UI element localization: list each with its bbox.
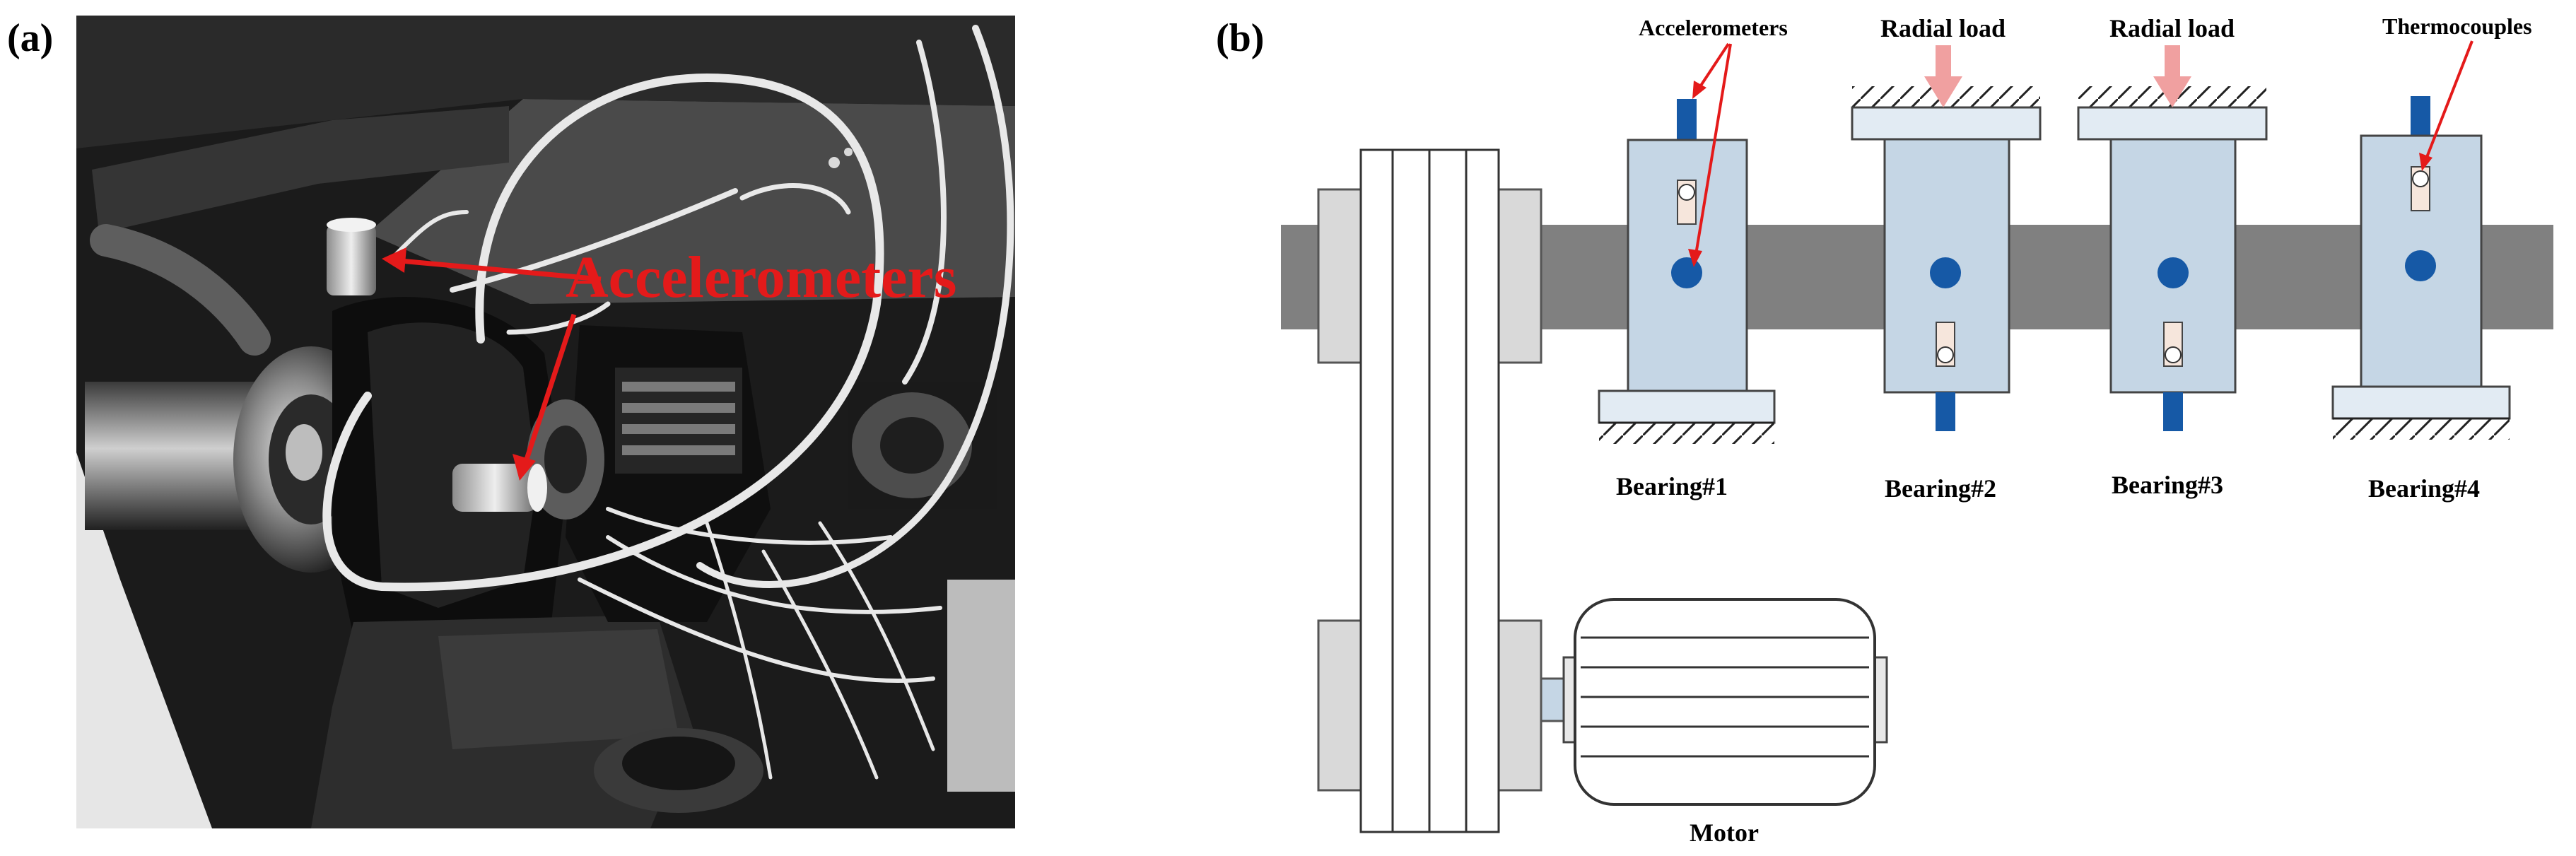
test-rig-photo-panel: (a) xyxy=(7,16,1015,828)
drive-belt xyxy=(1359,148,1500,833)
accelerometers-label: Accelerometers xyxy=(1639,15,1788,40)
motor xyxy=(1540,598,1888,806)
motor-label: Motor xyxy=(1690,819,1759,847)
thermocouples-label: Thermocouples xyxy=(2382,13,2532,39)
bearing-4-label: Bearing#4 xyxy=(2368,474,2480,503)
photo-arrowhead-lower xyxy=(513,454,536,481)
panel-b-letter: (b) xyxy=(1216,16,1264,60)
accelerometer-leader-1 xyxy=(1695,42,1730,93)
accelerometer-leader-2-head xyxy=(1688,249,1702,267)
bearing-1-label: Bearing#1 xyxy=(1616,472,1728,500)
bearing-2 xyxy=(1851,86,2042,431)
pulley-hubs xyxy=(1317,188,1542,792)
shaft xyxy=(1281,225,2553,329)
photo-arrow-upper xyxy=(392,257,602,282)
bearing-3 xyxy=(2077,86,2268,431)
thermocouple-leader-head xyxy=(2419,153,2432,171)
bearing-1 xyxy=(1598,99,1776,444)
accelerometer-leader-2 xyxy=(1694,43,1732,259)
radial-load-arrow-2 xyxy=(2153,45,2191,107)
accelerometer-leader-1-head xyxy=(1692,81,1706,99)
bearing-3-label: Bearing#3 xyxy=(2112,471,2223,499)
radial-load-label-2: Radial load xyxy=(2109,14,2235,42)
rig-photograph xyxy=(76,16,1015,828)
photo-arrow-lower xyxy=(520,313,577,471)
radial-load-label-1: Radial load xyxy=(1880,14,2006,42)
bearing-4 xyxy=(2331,96,2511,440)
bearing-2-label: Bearing#2 xyxy=(1885,474,1996,503)
radial-load-arrow-1 xyxy=(1924,45,1962,107)
thermocouple-leader xyxy=(2423,40,2473,163)
panel-a-letter: (a) xyxy=(7,16,53,60)
photo-arrowhead-upper xyxy=(382,247,406,273)
photo-accelerometers-label: Accelerometers xyxy=(566,245,956,310)
